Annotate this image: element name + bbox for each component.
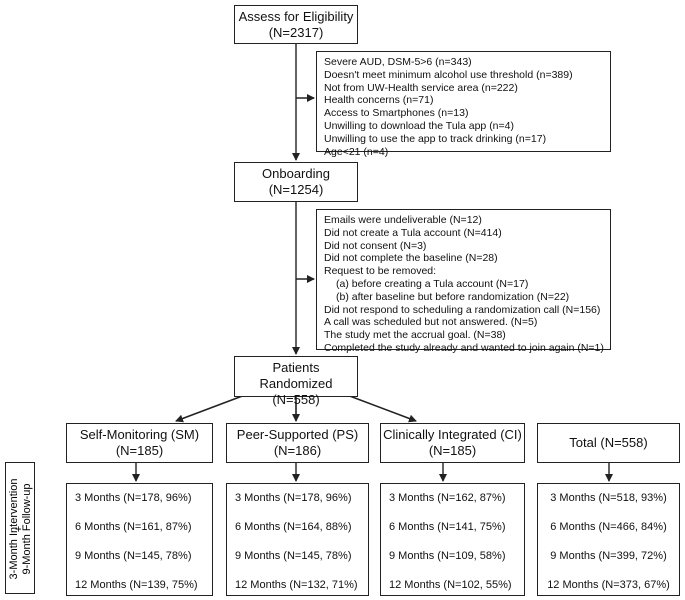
followup-item: 9 Months (N=145, 78%) [235,550,352,562]
followup-item: 6 Months (N=141, 75%) [389,521,506,533]
arrow-to-ci [346,394,417,423]
arm-ci-box: Clinically Integrated (CI) (N=185) [380,423,525,463]
followup-item: 3 Months (N=178, 96%) [75,492,192,504]
followup-item: 3 Months (N=178, 96%) [235,492,352,504]
followup-item: 9 Months (N=109, 58%) [389,550,506,562]
exclusion-item: Completed the study already and wanted t… [324,341,604,354]
assess-box: Assess for Eligibility (N=2317) [234,5,358,44]
intervention-side-box: 3-Month Intervention + 9-Month Follow-up [5,462,35,594]
randomized-count: (N=558) [272,392,320,407]
exclusion-item: Did not respond to scheduling a randomiz… [324,303,601,316]
arm-total-title: Total (N=558) [569,435,648,450]
side-label-line1: 3-Month Intervention [8,479,20,580]
exclusion-subitem: (b) after baseline but before randomizat… [336,290,570,303]
followup-item: 3 Months (N=162, 87%) [389,492,506,504]
onboarding-title: Onboarding [262,166,330,181]
followup-item: 3 Months (N=518, 93%) [550,492,667,504]
exclusion-box-1: Severe AUD, DSM-5>6 (n=343) Doesn't meet… [316,51,611,158]
arm-sm-count: (N=185) [115,443,164,458]
exclusion-item: Did not consent (N=3) [324,239,427,252]
exclusion-item: Did not complete the baseline (N=28) [324,252,498,265]
exclusion-item: Not from UW-Health service area (n=222) [324,81,518,94]
exclusion-subitem: (a) before creating a Tula account (N=17… [336,277,529,290]
followup-item: 9 Months (N=399, 72%) [550,550,667,562]
followup-item: 12 Months (N=373, 67%) [547,579,670,591]
arm-ci-title: Clinically Integrated (CI) [383,427,522,442]
randomized-title: Patients Randomized [259,360,333,391]
exclusion-item: A call was scheduled but not answered. (… [324,316,538,329]
exclusion-item: Unwilling to use the app to track drinki… [324,132,547,145]
arrow-to-sm [175,394,246,423]
followup-ci-box: 3 Months (N=162, 87%) 6 Months (N=141, 7… [380,483,525,596]
exclusion-item: Emails were undeliverable (N=12) [324,214,482,226]
exclusion-item: The study met the accrual goal. (N=38) [324,329,506,342]
onboarding-box: Onboarding (N=1254) [234,162,358,202]
randomized-box: Patients Randomized (N=558) [234,356,358,407]
followup-ps-box: 3 Months (N=178, 96%) 6 Months (N=164, 8… [226,483,369,596]
exclusion-item: Unwilling to download the Tula app (n=4) [324,119,514,132]
assess-count: (N=2317) [268,25,324,40]
intervention-side-label: 3-Month Intervention + 9-Month Follow-up [8,479,33,580]
arm-ps-title: Peer-Supported (PS) [236,427,359,442]
exclusion-box-2: Emails were undeliverable (N=12) Did not… [316,209,611,354]
arm-sm-title: Self-Monitoring (SM) [79,427,200,442]
followup-item: 12 Months (N=102, 55%) [389,579,512,591]
exclusion-item: Did not create a Tula account (N=414) [324,226,502,239]
followup-item: 12 Months (N=139, 75%) [75,579,198,591]
followup-item: 6 Months (N=164, 88%) [235,521,352,533]
exclusion-item: Request to be removed: [324,265,437,278]
side-label-plus: + [13,526,25,532]
followup-item: 12 Months (N=132, 71%) [235,579,358,591]
followup-item: 6 Months (N=161, 87%) [75,521,192,533]
followup-sm-box: 3 Months (N=178, 96%) 6 Months (N=161, 8… [66,483,213,596]
arm-sm-box: Self-Monitoring (SM) (N=185) [66,423,213,463]
followup-item: 6 Months (N=466, 84%) [550,521,667,533]
assess-title: Assess for Eligibility [238,9,354,24]
exclusion-item: Health concerns (n=71) [324,94,434,107]
exclusion-item: Severe AUD, DSM-5>6 (n=343) [324,56,472,68]
followup-item: 9 Months (N=145, 78%) [75,550,192,562]
exclusion-item: Doesn't meet minimum alcohol use thresho… [324,68,573,81]
onboarding-count: (N=1254) [268,182,324,197]
arm-ps-count: (N=186) [273,443,322,458]
arm-total-box: Total (N=558) [537,423,680,463]
arm-ci-count: (N=185) [428,443,477,458]
side-label-line2: 9-Month Follow-up [21,483,33,574]
arm-ps-box: Peer-Supported (PS) (N=186) [226,423,369,463]
exclusion-item: Access to Smartphones (n=13) [324,107,469,120]
followup-total-box: 3 Months (N=518, 93%) 6 Months (N=466, 8… [537,483,680,596]
exclusion-item: Age<21 (n=4) [324,145,389,158]
